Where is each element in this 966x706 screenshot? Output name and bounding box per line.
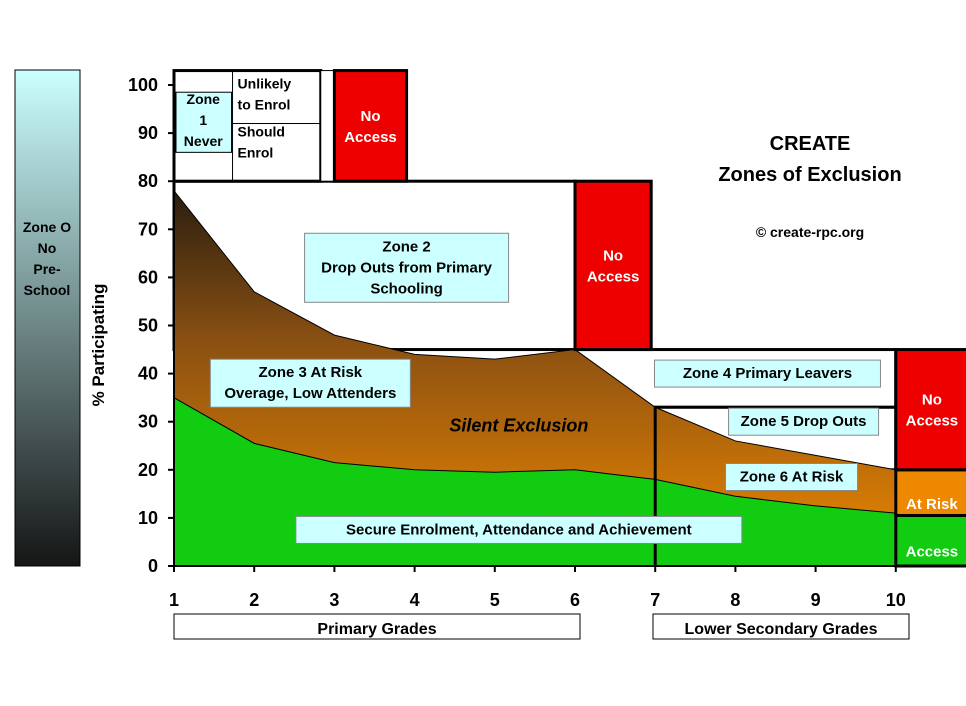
no-access-label: No [360,108,380,125]
no-access-label: Access [344,129,397,146]
zone-label-line: Drop Outs from Primary [321,259,493,276]
chart-subtitle: Zones of Exclusion [718,164,901,186]
y-tick-label: 20 [138,460,158,480]
zone-label-line: Zone 4 Primary Leavers [683,365,852,382]
zone1-gap [320,70,335,182]
grade10-at-risk-bar [894,468,966,517]
y-tick-label: 70 [138,219,158,239]
no-access-label: Access [587,268,640,285]
zone-label-box [728,407,880,436]
grade10-at-risk-label: At Risk [906,496,958,513]
zone-label-box [304,232,510,303]
y-tick-label: 0 [148,556,158,576]
y-axis-label: % Participating [89,284,108,407]
y-tick-label: 40 [138,364,158,384]
zone0-label-line: School [24,282,71,298]
y-tick-label: 50 [138,316,158,336]
y-tick-label: 90 [138,123,158,143]
y-tick-label: 10 [138,508,158,528]
zone1-label-line: Never [184,133,223,149]
zone-label-box [209,358,411,408]
should-enrol-line: Enrol [238,144,274,160]
zone-label-line: Zone 2 [382,238,430,255]
unlikely-to-enrol-line: Unlikely [238,75,292,91]
silent-exclusion-line [173,190,896,471]
no-access-box [332,69,409,183]
y-tick-label: 100 [128,75,158,95]
x-tick-label: 7 [650,590,660,610]
y-tick-label: 60 [138,267,158,287]
x-tick-label: 6 [570,590,580,610]
zone-label-line: Overage, Low Attenders [224,385,396,402]
zone-label-box [295,515,743,544]
no-access-label: No [603,247,623,264]
zone1-box [175,91,233,153]
x-tick-label: 4 [410,590,420,610]
secondary-grades-box [652,613,910,640]
secure-enrolment-line [173,397,896,514]
zone-label-line: Zone 5 Drop Outs [741,413,867,430]
x-tick-label: 1 [169,590,179,610]
y-tick-label: 80 [138,171,158,191]
unlikely-to-enrol-line: to Enrol [238,96,291,112]
y-tick-label: 30 [138,412,158,432]
zone-label-box [653,359,881,388]
no-access-label: Access [906,413,959,430]
zone-label-line: Zone 3 At Risk [259,364,363,381]
zone1-label-line: Zone [187,91,221,107]
zone0-bar [14,69,81,567]
silent-exclusion-annotation: Silent Exclusion [449,415,588,435]
should-enrol-line: Should [238,123,285,139]
grade10-access-label: Access [906,543,959,560]
no-access-label: No [922,392,942,409]
x-tick-label: 3 [329,590,339,610]
x-tick-label: 8 [730,590,740,610]
zone-label-line: Schooling [370,280,443,297]
grade10-access-bar [894,513,966,568]
zone-label-line: Secure Enrolment, Attendance and Achieve… [346,521,692,538]
no-access-box [573,179,653,352]
primary-grades-box [173,613,581,640]
no-access-box [894,348,966,472]
x-tick-label: 9 [811,590,821,610]
chart-credit: © create-rpc.org [756,224,864,240]
zone1-label-line: 1 [199,112,207,128]
x-tick-label: 10 [886,590,906,610]
zone0-label-line: No [38,240,57,256]
zone-label-box [725,463,859,492]
primary-grades-label: Primary Grades [317,621,436,638]
x-tick-label: 2 [249,590,259,610]
secondary-grades-label: Lower Secondary Grades [685,621,878,638]
zone-label-line: Zone 6 At Risk [740,469,844,486]
zone0-label-line: Pre- [33,261,61,277]
x-tick-label: 5 [490,590,500,610]
chart-title: CREATE [770,133,851,155]
zone0-label-line: Zone O [23,219,71,235]
